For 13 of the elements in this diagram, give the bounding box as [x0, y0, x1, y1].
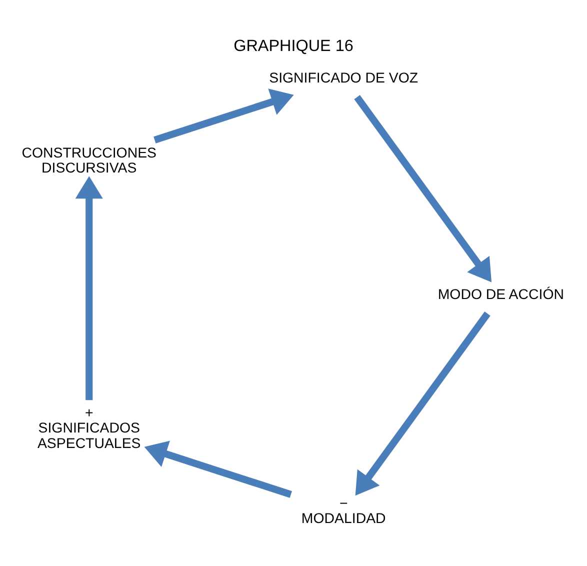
node-text: CONSTRUCCIONES DISCURSIVAS: [22, 145, 157, 176]
arrow: [354, 94, 492, 282]
node-label: +: [84, 405, 94, 422]
arrow: [154, 88, 294, 143]
node-text: SIGNIFICADO DE VOZ: [269, 70, 418, 86]
arrow: [144, 440, 292, 498]
arrow: [355, 311, 490, 496]
arrow: [75, 176, 103, 400]
node-text: MODO DE ACCIÓN: [438, 286, 564, 302]
diagram-title: GRAPHIQUE 16: [234, 36, 354, 55]
node-label: −: [339, 495, 348, 512]
node-text: SIGNIFICADOS ASPECTUALES: [37, 420, 141, 452]
node-text: MODALIDAD: [301, 510, 386, 527]
